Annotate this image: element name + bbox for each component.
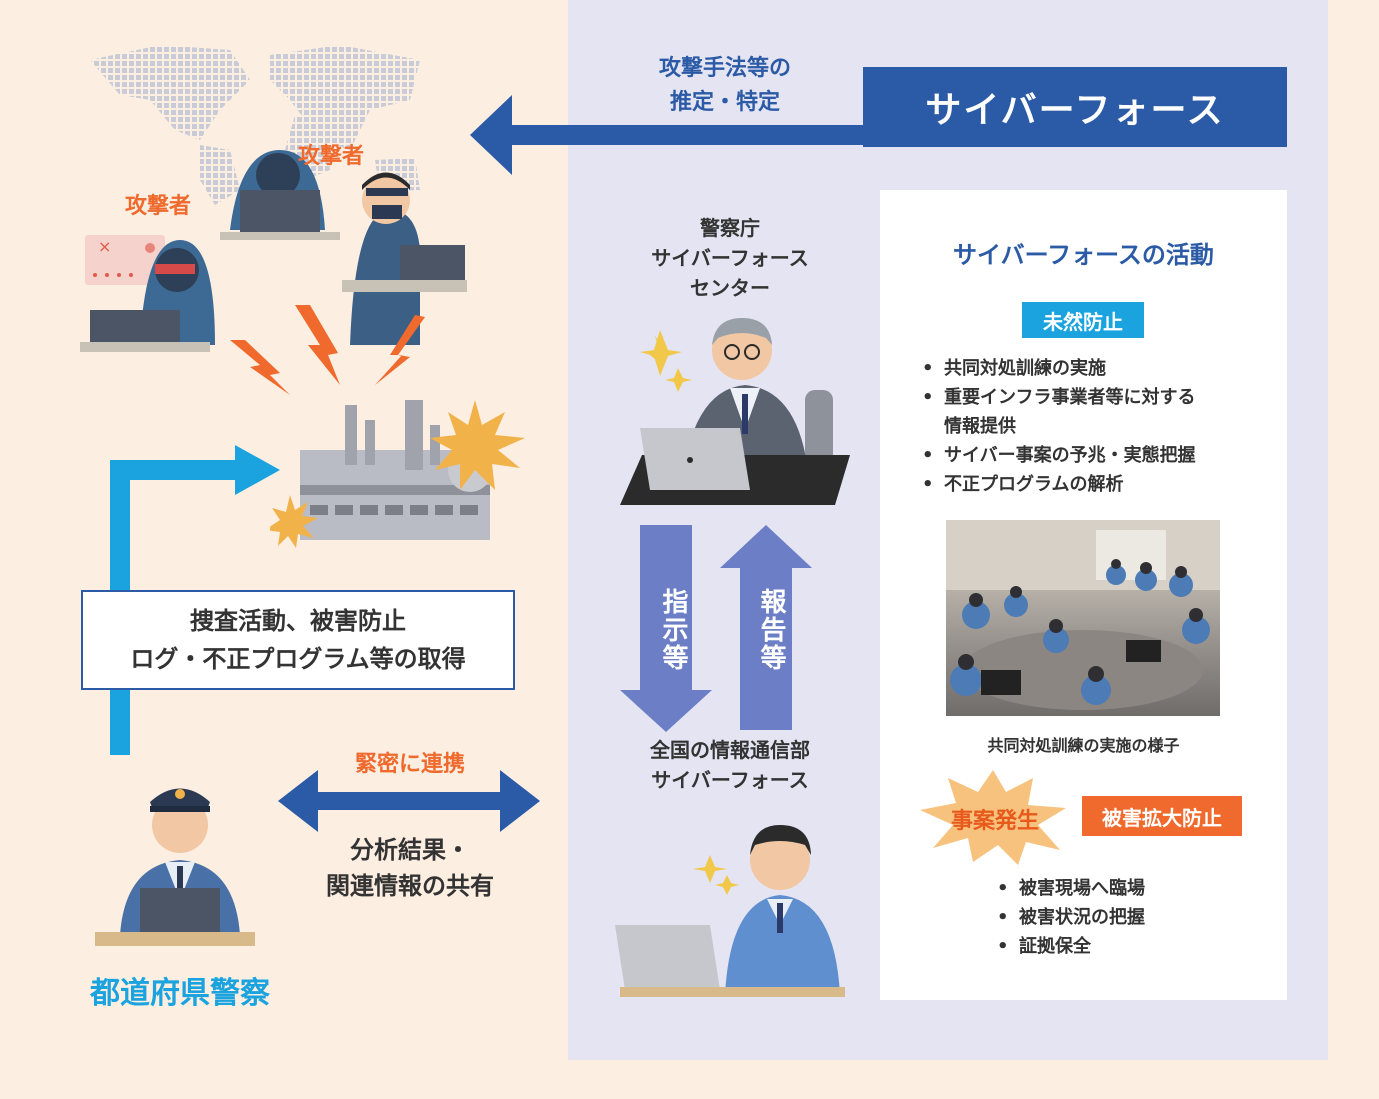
list-item: 不正プログラムの解析 [920, 470, 1260, 499]
center-top-line-1: 警察庁 [700, 216, 760, 240]
command-report-arrows-icon [620, 525, 812, 732]
center-bottom-line-1: 全国の情報通信部 [650, 738, 810, 762]
damage-prevention-badge: 被害拡大防止 [1082, 796, 1242, 836]
svg-text:×: × [98, 237, 111, 256]
reports-label: 報告等 [756, 588, 786, 672]
shared-info-text: 分析結果・ 関連情報の共有 [290, 832, 530, 904]
technician-illustration [615, 825, 845, 997]
attack-bolts-icon [230, 305, 425, 395]
instructions-label: 指示等 [658, 588, 688, 672]
cooperation-arrow-icon [278, 770, 540, 832]
attacker-label-1: 攻撃者 [298, 144, 365, 169]
task-line-2: ログ・不正プログラム等の取得 [130, 645, 466, 673]
list-item: 被害状況の把握 [995, 903, 1255, 932]
cooperation-label: 緊密に連携 [354, 752, 465, 777]
prevention-badge: 未然防止 [1022, 302, 1144, 338]
attacker-label-2: 攻撃者 [125, 194, 192, 219]
task-line-1: 捜査活動、被害防止 [190, 607, 406, 635]
list-item: サイバー事案の予兆・実態把握 [920, 441, 1260, 470]
share-line-1: 分析結果・ [350, 836, 470, 864]
activities-title: サイバーフォースの活動 [953, 241, 1214, 269]
identify-label: 攻撃手法等の 推定・特定 [610, 52, 840, 120]
list-item: 証拠保全 [995, 932, 1255, 961]
factory-illustration [270, 400, 525, 548]
list-item-line: 重要インフラ事業者等に対する [944, 387, 1196, 408]
training-photo [946, 520, 1220, 716]
incident-label: 事案発生 [950, 809, 1039, 834]
center-top-line-3: センター [690, 276, 770, 300]
senior-officer-illustration [620, 318, 850, 505]
list-item-line: 情報提供 [944, 416, 1016, 437]
list-item: 共同対処訓練の実施 [920, 354, 1260, 383]
training-photo-image [946, 520, 1220, 710]
identify-arrow-icon [470, 95, 870, 175]
damage-response-list: 被害現場へ臨場 被害状況の把握 証拠保全 [995, 874, 1255, 961]
world-map-icon [90, 45, 420, 205]
investigation-task-box: 捜査活動、被害防止 ログ・不正プログラム等の取得 [81, 590, 515, 690]
list-item: 被害現場へ臨場 [995, 874, 1255, 903]
incident-burst-icon [920, 770, 1066, 865]
center-top-line-2: サイバーフォース [651, 246, 809, 270]
regional-cyber-force-label: 全国の情報通信部 サイバーフォース [600, 735, 860, 795]
training-photo-caption: 共同対処訓練の実施の様子 [987, 736, 1180, 755]
center-bottom-line-2: サイバーフォース [651, 768, 809, 792]
identify-line-2: 推定・特定 [669, 90, 780, 115]
share-line-2: 関連情報の共有 [326, 872, 494, 900]
identify-line-1: 攻撃手法等の [658, 56, 791, 81]
attackers-illustration: × [80, 150, 467, 352]
cyber-force-banner: サイバーフォース [863, 67, 1287, 147]
npa-cyber-center-label: 警察庁 サイバーフォース センター [600, 213, 860, 303]
prefectural-police-label: 都道府県警察 [90, 976, 270, 1011]
police-officer-illustration [95, 788, 255, 946]
